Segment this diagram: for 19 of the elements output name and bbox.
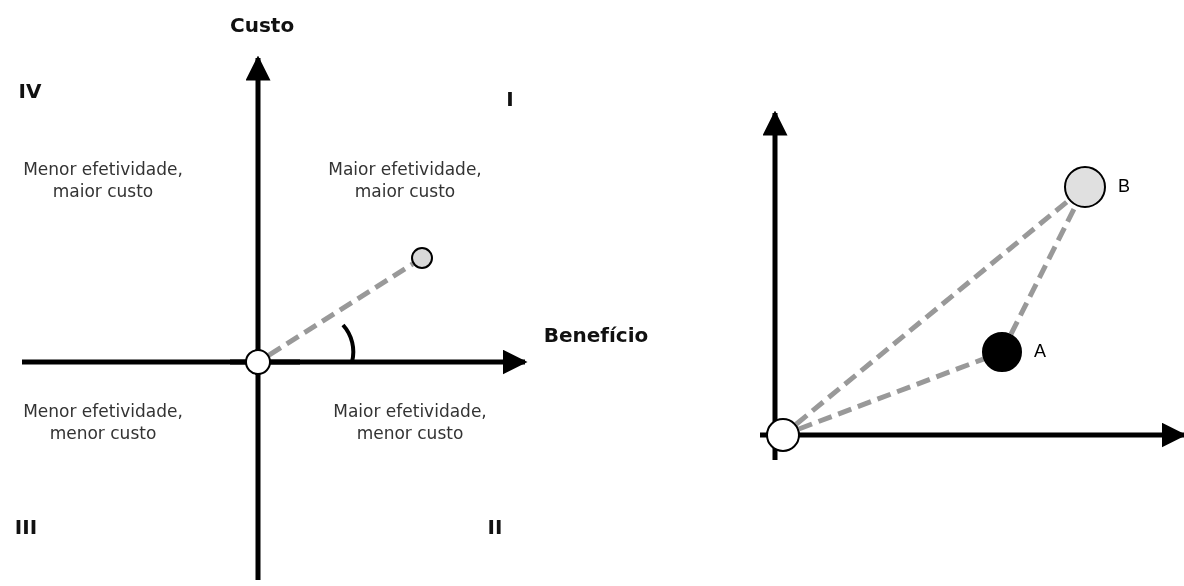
- dashed-line: [798, 356, 985, 432]
- axis-title: Benefício: [542, 324, 650, 346]
- point-marker: [982, 332, 1022, 372]
- quadrant-number: IV: [17, 80, 43, 102]
- dashed-line: [267, 261, 415, 358]
- point-marker: [411, 247, 433, 269]
- quadrant-label: Maior efetividade, menor custo: [332, 400, 488, 444]
- point-label: B: [1118, 176, 1130, 197]
- quadrant-label: Menor efetividade, maior custo: [22, 158, 184, 202]
- point-marker: [245, 349, 271, 375]
- quadrant-number: I: [505, 88, 515, 110]
- dashed-line: [794, 198, 1071, 427]
- quadrant-label: Menor efetividade, menor custo: [22, 400, 184, 444]
- quadrant-number: III: [13, 516, 39, 538]
- point-marker: [766, 418, 800, 452]
- point-label: A: [1034, 341, 1046, 362]
- quadrant-number: II: [486, 516, 504, 538]
- quadrant-label: Maior efetividade, maior custo: [327, 158, 483, 202]
- point-marker: [1064, 166, 1106, 208]
